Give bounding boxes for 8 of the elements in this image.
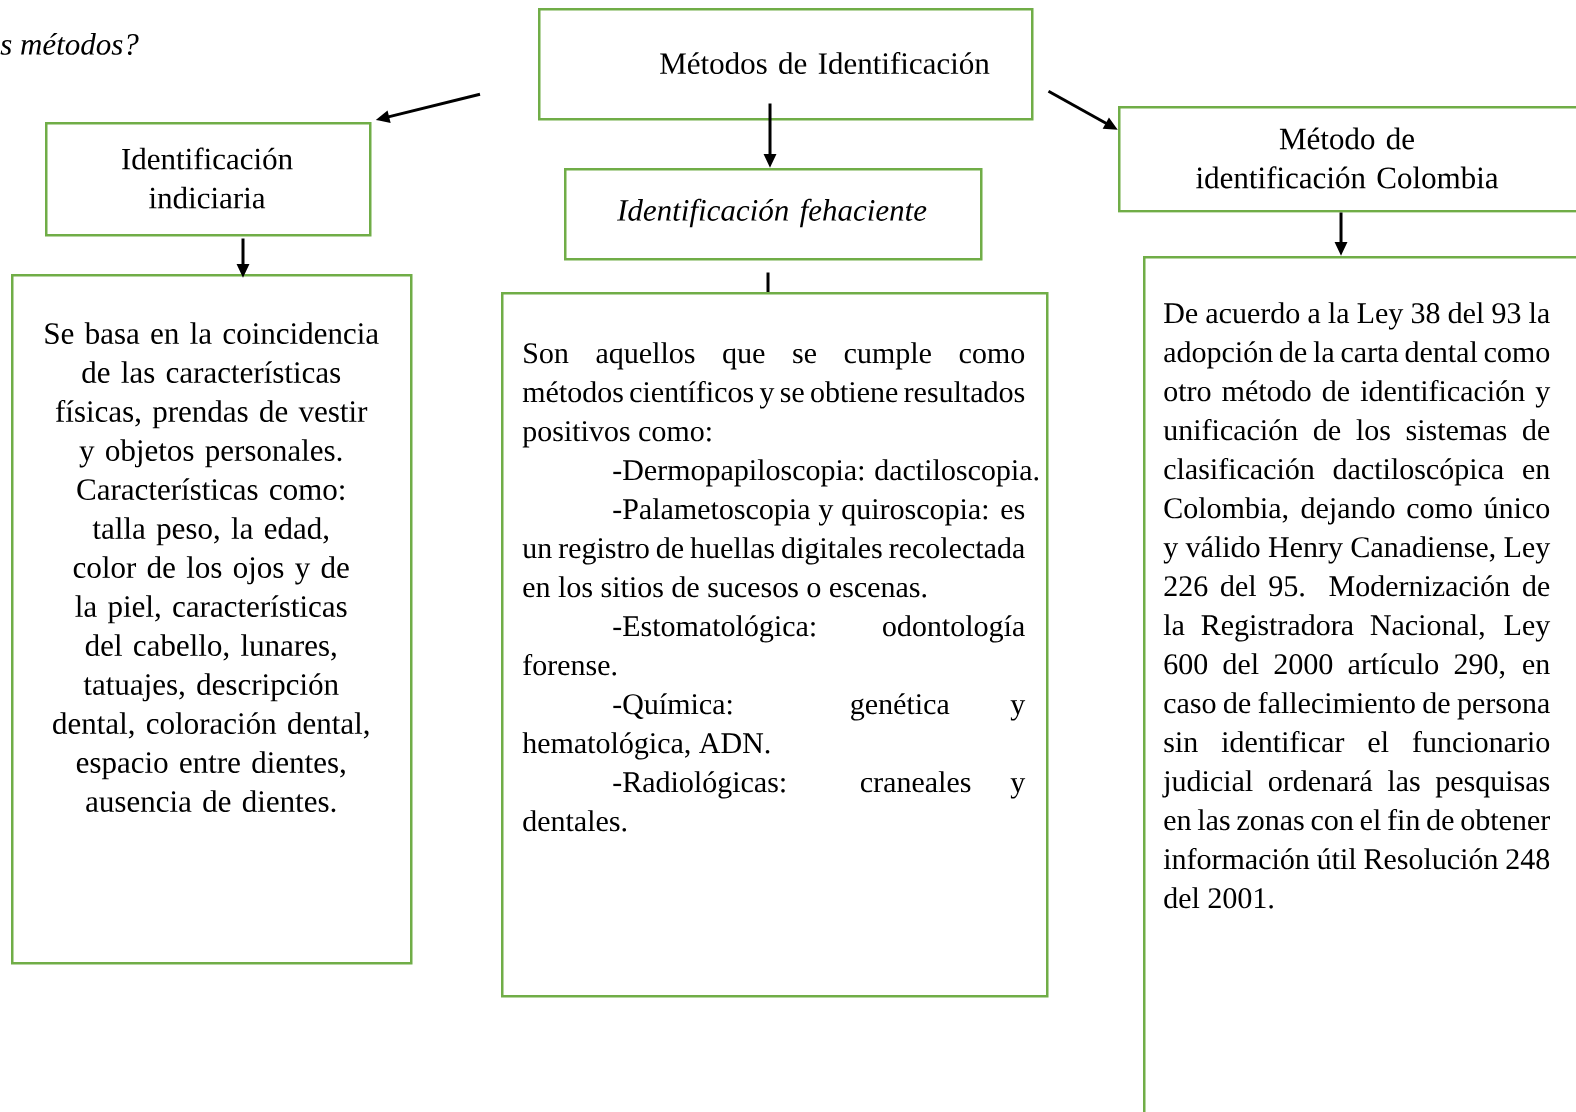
description-box: Se basa en la coincidencia de las características físicas, prendas de vestir y objetos personales. Características como: talla peso, la edad, color de los ojos y de la piel, características del cabello, lunares, tatuajes, descripción dental, coloración dental, espacio entre dientes, ausencia de dientes. <box>11 274 413 965</box>
category-box: Identificación indiciaria <box>45 122 372 237</box>
heading-box: Métodos de Identificación <box>538 8 1034 121</box>
description-box: Son aquellos que se cumple como métodos científicos y se obtiene resultados positivos como: -Dermopapiloscopia: dactiloscopia. -Palametoscopia y quiroscopia: es un registro de huellas digitales recolectada en los sitios de sucesos o escenas. -Estomatológica: odontología forense. -Química: genética y hematológica, ADN. -Radiológicas: craneales y dentales. <box>501 292 1049 998</box>
question-text: s métodos? <box>0 33 139 55</box>
category-box: Identificación fehaciente <box>564 168 983 261</box>
description-box: De acuerdo a la Ley 38 del 93 la adopción de la carta dental como otro método de identificación y unificación de los sistemas de clasificación dactiloscópica en Colombia, dejando como único y válido Henry Canadiense, Ley 226 del 95. Modernización de la Registradora Nacional, Ley 600 del 2000 artículo 290, en caso de fallecimiento de persona sin identificar el funcionario judicial ordenará las pesquisas en las zonas con el fin de obtener información útil Resolución 248 del 2001. <box>1143 256 1576 1112</box>
category-box: Método de identificación Colombia <box>1118 106 1576 213</box>
